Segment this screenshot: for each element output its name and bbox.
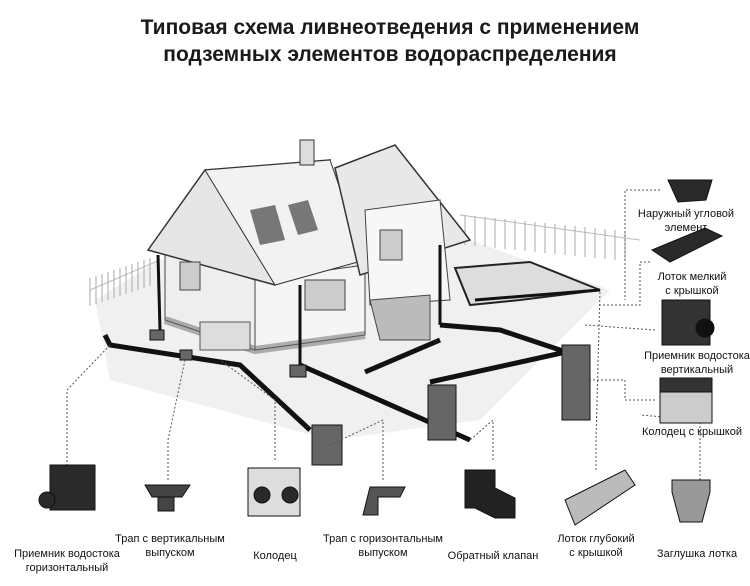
outer-corner-icon (667, 179, 713, 203)
label-line: Трап с горизонтальным (323, 533, 443, 545)
fence (89, 215, 626, 306)
label-check-valve: Обратный клапан (447, 550, 539, 562)
horizontal-inlet-icon (49, 464, 96, 511)
diagram-title: Типовая схема ливнеотведения с применени… (80, 14, 700, 68)
label-line: Наружный угловой (637, 208, 735, 220)
check-valve-icon (464, 469, 516, 519)
label-line: Лоток глубокий (557, 533, 635, 545)
label-shallow-tray: Лоток мелкий с крышкой (658, 270, 727, 298)
title-line-1: Типовая схема ливнеотведения с применени… (140, 16, 640, 39)
label-trap-horizontal: Трап с горизонтальным выпуском (323, 532, 443, 560)
shallow-tray-icon (650, 227, 724, 263)
label-line: горизонтальный (25, 562, 109, 574)
label-well-with-cover: Колодец с крышкой (641, 426, 743, 438)
label-line: Трап с вертикальным (115, 533, 225, 545)
label-line: вертикальный (660, 364, 734, 376)
label-vertical-inlet: Приемник водостока вертикальный (644, 349, 750, 377)
label-well: Колодец (253, 550, 297, 562)
component-icons (38, 179, 724, 526)
label-line: элемент (664, 222, 708, 234)
deep-tray-icon (564, 469, 636, 526)
label-line: Приемник водостока (644, 350, 750, 362)
label-deep-tray: Лоток глубокий с крышкой (557, 532, 634, 560)
tray-plug-icon (671, 479, 711, 523)
house (146, 139, 472, 355)
title-line-2: подземных элементов водораспределения (163, 43, 617, 66)
label-outer-corner: Наружный угловой элемент (638, 207, 734, 235)
label-trap-vertical: Трап с вертикальным выпуском (115, 532, 225, 560)
label-line: Лоток мелкий (657, 271, 727, 283)
label-line: выпуском (358, 547, 408, 559)
label-line: с крышкой (569, 547, 623, 559)
label-line: Приемник водостока (14, 548, 120, 560)
label-line: выпуском (145, 547, 195, 559)
trap-vertical-icon (144, 484, 191, 512)
label-horizontal-inlet: Приемник водостока горизонтальный (14, 547, 120, 575)
label-tray-plug: Заглушка лотка (656, 548, 738, 560)
label-line: с крышкой (665, 285, 719, 297)
trap-horizontal-icon (362, 486, 406, 516)
wells (149, 329, 591, 466)
